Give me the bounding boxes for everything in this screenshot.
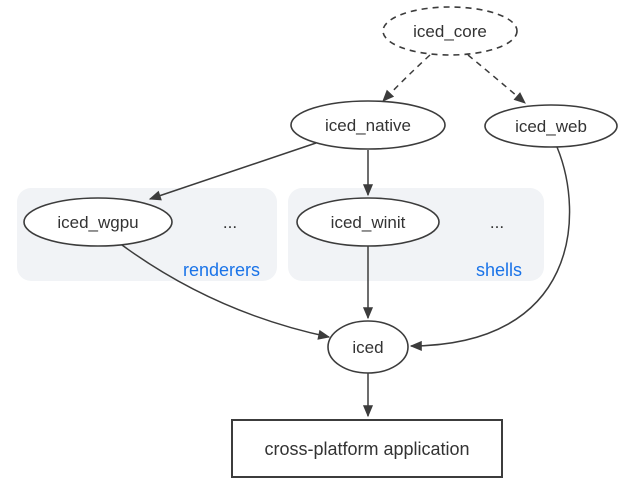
node-iced-web: iced_web (484, 104, 618, 148)
edge-iced-core-to-iced-web (467, 54, 526, 104)
node-iced-native: iced_native (290, 100, 446, 150)
renderers-ellipsis: ... (223, 213, 237, 232)
node-iced-winit: iced_winit (296, 197, 440, 247)
edge-iced-native-to-iced-wgpu (148, 142, 317, 201)
iced-core-label: iced_core (413, 22, 487, 41)
iced-web-label: iced_web (515, 117, 587, 136)
iced-ellipse (327, 320, 409, 374)
iced-label: iced (352, 338, 383, 357)
iced-winit-label: iced_winit (331, 213, 406, 232)
edge-iced-web-to-iced (409, 146, 571, 351)
iced-native-ellipse (290, 100, 446, 150)
iced-wgpu-label: iced_wgpu (57, 213, 138, 232)
node-iced: iced (327, 320, 409, 374)
shells-ellipsis: ... (490, 213, 504, 232)
iced-wgpu-ellipse (23, 197, 173, 247)
edge-iced-core-to-iced-native (382, 54, 431, 102)
iced-winit-ellipse (296, 197, 440, 247)
node-iced-core: iced_core (382, 6, 518, 56)
iced-web-ellipse (484, 104, 618, 148)
edge-iced-wgpu-to-iced (121, 244, 331, 340)
application-box (231, 419, 503, 478)
shells-group-label: shells (476, 260, 522, 280)
application-label: cross-platform application (264, 439, 469, 459)
node-iced-wgpu: iced_wgpu (23, 197, 173, 247)
iced-native-label: iced_native (325, 116, 411, 135)
node-application: cross-platform application (231, 419, 503, 478)
iced-core-ellipse (382, 6, 518, 56)
renderers-group-label: renderers (183, 260, 260, 280)
